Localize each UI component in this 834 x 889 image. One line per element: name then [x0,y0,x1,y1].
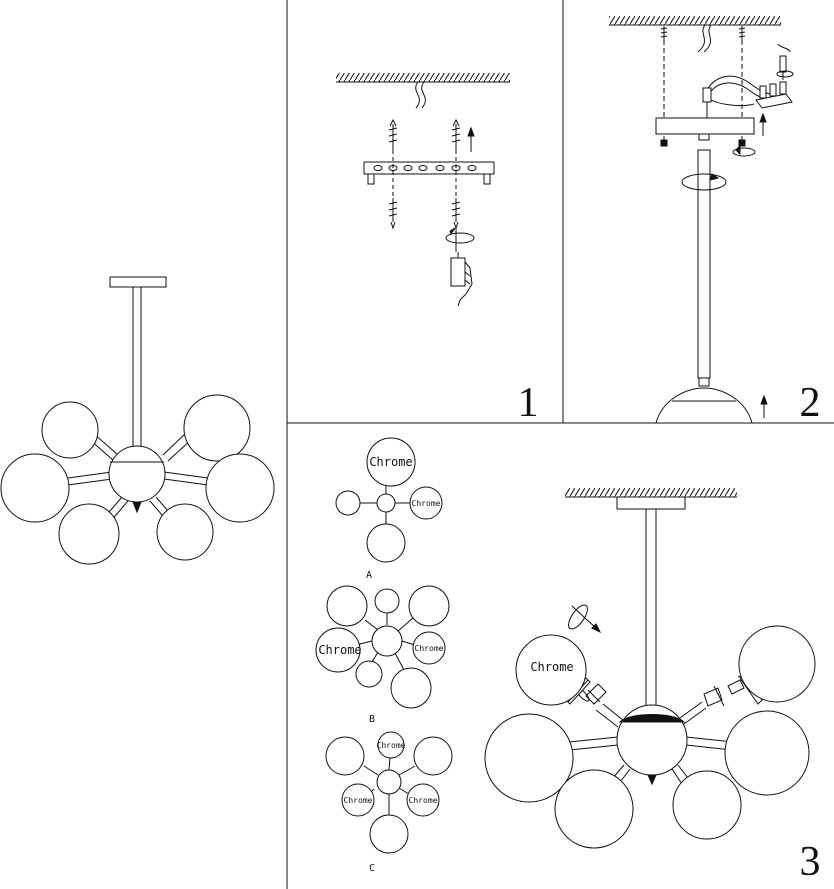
hub-dome [655,387,753,424]
overview-globe [58,503,120,565]
overview-globe [0,453,70,523]
panel-1: 1 [336,73,539,426]
step-number: 2 [800,380,821,426]
screw-icon [738,26,746,40]
globe-finish-label: Chrome [344,796,373,805]
step-number: 1 [518,380,539,426]
up-arrow-icon [467,126,475,152]
hand-screwdriver-icon [450,252,473,307]
step-number: 3 [800,839,821,885]
globe-finish-label: Chrome [409,796,438,805]
globe-finish-label: Chrome [530,660,573,674]
up-arrow-icon [760,394,768,418]
globe-finish-label: Chrome [412,499,441,508]
screw-icon [451,198,461,230]
ceiling-hatch-icon [565,488,737,497]
variant-a [335,437,443,563]
globe-finish-label: Chrome [377,741,406,750]
globe [515,634,587,706]
panel-dividers [286,0,834,889]
terminal-block-icon [755,81,793,109]
down-rod [645,508,657,710]
screw-icon [451,118,461,150]
globe [554,769,634,849]
globe-finish-label: Chrome [318,643,361,657]
screw-icon [388,118,398,150]
screw-icon [660,26,668,40]
wire-icon [697,24,712,53]
globe-finish-label: Chrome [369,455,412,469]
globe [724,710,810,796]
panel-3: 3 [484,488,821,885]
wire-icon [415,81,426,109]
variant-letter: C [369,863,375,874]
screwdriver-icon [776,43,794,80]
rotate-arrow-icon [732,144,756,157]
rotate-arrow-icon [445,226,475,252]
overview-globe [205,453,275,523]
globe [738,625,816,703]
overview-globe [156,503,214,561]
variant-letter: A [366,570,372,581]
rotate-arrow-icon [568,604,602,634]
canopy [109,276,167,288]
ceiling-hatch-icon [336,73,510,82]
up-arrow-icon [759,112,767,136]
globe [484,713,574,803]
ceiling-hatch-icon [609,16,781,25]
variant-b [315,585,450,709]
rotate-arrow-icon [681,173,727,191]
mounting-bracket [363,161,495,185]
panel-2: 2 [609,16,821,426]
variant-letter: B [369,714,375,725]
overview-globe [41,401,99,459]
globe [672,770,742,840]
overview-globe [183,394,251,462]
globe-finish-label: Chrome [415,644,444,653]
overview-hub [108,445,166,503]
canopy [616,496,686,510]
canopy [655,117,755,135]
down-rod [132,286,142,456]
screw-icon [388,198,398,230]
arms [568,701,734,791]
variant-c [325,731,453,854]
overview-fixture [0,276,275,565]
down-rod [697,149,711,379]
